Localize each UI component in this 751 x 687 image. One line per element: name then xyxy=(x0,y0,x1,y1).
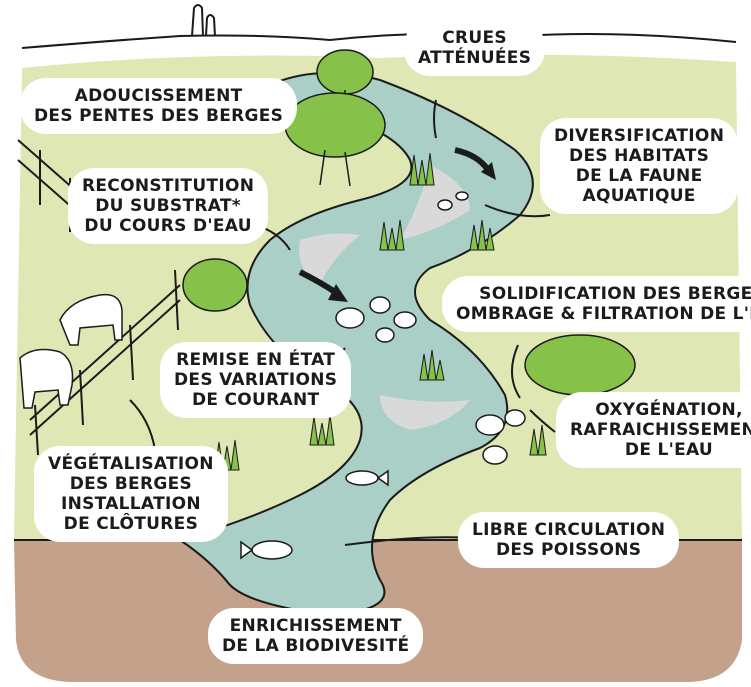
fence xyxy=(17,139,181,456)
label-diversification-line-2: DES HABITATS xyxy=(569,146,710,166)
current-arrow-lower-head xyxy=(328,284,348,302)
label-enrichissement-line-1: ENRICHISSEMENT xyxy=(229,616,402,636)
label-diversification-line-4: AQUATIQUE xyxy=(582,186,696,206)
current-arrow-lower xyxy=(298,269,337,295)
fish-lower xyxy=(240,540,293,560)
horizon-line xyxy=(21,32,737,49)
label-oxygenation: OXYGÉNATION, RAFRAICHISSEMENT DE L'EAU xyxy=(556,392,751,468)
label-diversification-line-1: DIVERSIFICATION xyxy=(554,126,725,146)
label-crues-attenuees: CRUES ATTÉNUÉES xyxy=(404,20,546,76)
label-solidification: SOLIDIFICATION DES BERGES OMBRAGE & FILT… xyxy=(442,276,751,332)
label-solidification-line-1: SOLIDIFICATION DES BERGES xyxy=(479,284,751,304)
label-enrichissement-line-2: DE LA BIODIVESITÉ xyxy=(222,636,410,656)
label-vegetalisation-line-1: VÉGÉTALISATION xyxy=(48,454,214,474)
label-oxygenation-line-1: OXYGÉNATION, xyxy=(595,400,743,420)
label-enrichissement: ENRICHISSEMENT DE LA BIODIVESITÉ xyxy=(208,608,424,664)
label-diversification: DIVERSIFICATION DES HABITATS DE LA FAUNE… xyxy=(540,118,739,214)
label-vegetalisation-line-2: DES BERGES xyxy=(69,474,193,494)
label-vegetalisation-line-4: DE CLÔTURES xyxy=(63,514,199,534)
current-arrow-upper-head xyxy=(481,162,496,180)
label-circulation-line-2: DES POISSONS xyxy=(495,540,642,560)
label-remise-line-3: DE COURANT xyxy=(191,390,320,410)
stones xyxy=(335,191,526,465)
label-crues-line-2: ATTÉNUÉES xyxy=(418,48,532,68)
label-vegetalisation: VÉGÉTALISATION DES BERGES INSTALLATION D… xyxy=(34,446,228,542)
label-remise-line-2: DES VARIATIONS xyxy=(174,370,338,390)
label-solidification-line-2: OMBRAGE & FILTRATION DE L'EAU xyxy=(456,304,751,324)
label-remise-en-etat: REMISE EN ÉTAT DES VARIATIONS DE COURANT xyxy=(160,342,352,418)
label-libre-circulation: LIBRE CIRCULATION DES POISSONS xyxy=(458,512,680,568)
gravel-bar-middle xyxy=(299,233,360,285)
label-oxygenation-line-3: DE L'EAU xyxy=(624,440,714,460)
label-reconstitution-line-2: DU SUBSTRAT* xyxy=(95,196,241,216)
label-oxygenation-line-2: RAFRAICHISSEMENT xyxy=(570,420,751,440)
label-diversification-line-3: DE LA FAUNE xyxy=(575,166,703,186)
label-circulation-line-1: LIBRE CIRCULATION xyxy=(472,520,666,540)
label-crues-line-1: CRUES xyxy=(442,28,507,48)
label-reconstitution: RECONSTITUTION DU SUBSTRAT* DU COURS D'E… xyxy=(68,168,269,244)
cows xyxy=(19,293,123,409)
label-reconstitution-line-3: DU COURS D'EAU xyxy=(84,216,252,236)
label-reconstitution-line-1: RECONSTITUTION xyxy=(82,176,255,196)
label-vegetalisation-line-3: INSTALLATION xyxy=(60,494,201,514)
fish-upper xyxy=(345,469,389,487)
label-adoucissement: ADOUCISSEMENT DES PENTES DES BERGES xyxy=(20,78,298,134)
gravel-bar-lower xyxy=(380,395,470,430)
label-adoucissement-line-2: DES PENTES DES BERGES xyxy=(34,106,284,126)
trees xyxy=(182,49,636,396)
gravel-bar-upper xyxy=(400,165,470,240)
distant-monument xyxy=(191,4,216,37)
label-remise-line-1: REMISE EN ÉTAT xyxy=(176,350,336,370)
label-adoucissement-line-1: ADOUCISSEMENT xyxy=(74,86,243,106)
